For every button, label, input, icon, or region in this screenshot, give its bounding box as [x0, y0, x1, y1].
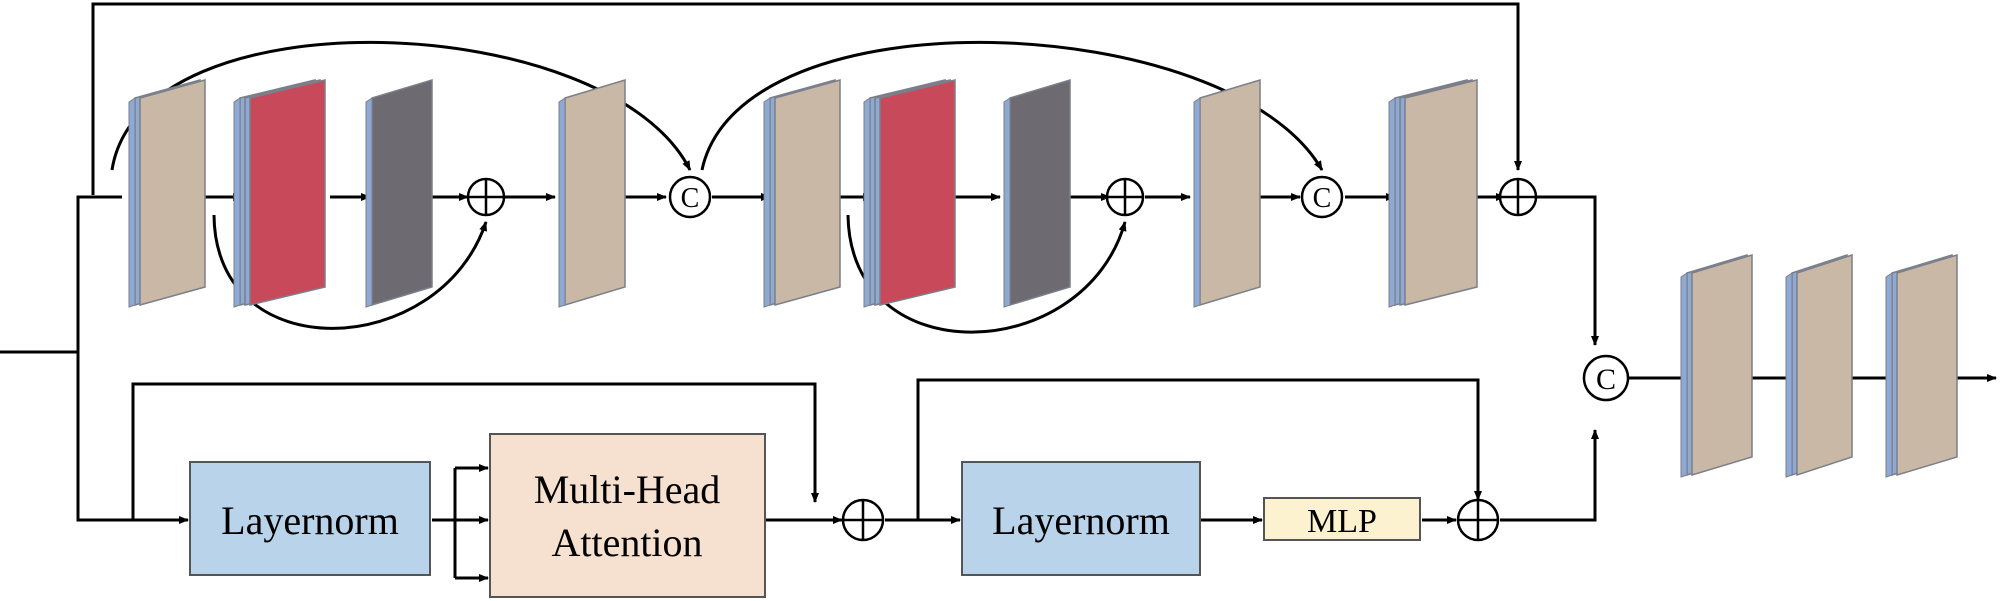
rb1-map-conv-layer [249, 79, 326, 306]
rb1-map-act-edge [365, 97, 373, 308]
head-map-2-edge [1785, 272, 1793, 478]
head-map-3 [1885, 253, 1958, 478]
rb1-map-act-layer [371, 78, 433, 307]
layernorm-box-1: Layernorm [189, 461, 431, 576]
layernorm-label-2: Layernorm [992, 498, 1170, 543]
concat-operator-final [1582, 354, 1630, 402]
rb2-map-conv [863, 79, 956, 308]
concat-label-2: C [1313, 183, 1332, 214]
concat-operator-2 [1300, 175, 1344, 219]
concat-label-1: C [681, 183, 700, 214]
feature-maps [128, 78, 1958, 478]
head-map-1-edge [1680, 272, 1688, 478]
add-operator-transformer-1 [841, 498, 885, 542]
rb2-map-act-layer [1009, 78, 1071, 307]
tr-output-line [1500, 429, 1599, 522]
rb1-skip-arc [212, 214, 488, 330]
rb2-map-out-edge [1193, 97, 1201, 308]
rb2-map-conv-edge [863, 97, 871, 308]
lower-branch-line [76, 352, 189, 524]
upper-map-final [1388, 79, 1478, 308]
rb2-map-act-edge [1003, 97, 1011, 308]
add-operator-rb2 [1105, 177, 1145, 217]
attention-label-line2: Attention [551, 520, 702, 565]
global-skip-line [91, 2, 1522, 195]
upper-output-line [1532, 195, 1599, 346]
head-map-3-edge [1885, 272, 1893, 478]
mlp-label: MLP [1307, 503, 1377, 540]
operators [466, 175, 1630, 542]
rb2-map-out-layer [1199, 78, 1261, 307]
upper-map-final-layer [1404, 79, 1478, 306]
attention-box: Multi-Head Attention [489, 433, 766, 598]
mlp-box: MLP [1263, 497, 1421, 541]
rb2-map-out [1193, 78, 1261, 308]
head-map-3-layer [1896, 253, 1958, 477]
tr-residual-1 [131, 382, 819, 520]
layernorm-box-2: Layernorm [961, 461, 1201, 576]
rb1-map-out-edge [558, 97, 566, 308]
input-line [0, 195, 122, 354]
rb2-map-input-layer [774, 79, 841, 306]
rb2-map-input [763, 79, 841, 308]
add-operator-transformer-2 [1456, 498, 1500, 542]
head-map-1 [1680, 253, 1753, 478]
rb1-map-input-edge [128, 97, 136, 308]
head-map-2-layer [1796, 253, 1853, 477]
head-map-1-layer [1691, 253, 1753, 477]
rb1-map-input-layer [139, 79, 206, 306]
rb1-map-out [558, 78, 626, 308]
upper-map-final-edge [1388, 97, 1396, 308]
rb2-map-input-edge [763, 97, 771, 308]
head-map-2 [1785, 253, 1853, 478]
tr-residual-2 [916, 378, 1482, 520]
attention-label-line1: Multi-Head [534, 467, 721, 512]
layernorm-label-1: Layernorm [221, 498, 399, 543]
add-operator-rb1 [466, 177, 506, 217]
concat-operator-1 [668, 175, 712, 219]
rb2-skip-arc [846, 214, 1127, 334]
rb1-map-out-layer [564, 78, 626, 307]
rb1-map-act [365, 78, 433, 308]
concat-labels: C C C [681, 183, 1616, 396]
rb2-map-act [1003, 78, 1071, 308]
concat-label-final: C [1596, 363, 1616, 396]
rb1-map-input [128, 79, 206, 308]
add-operator-global [1498, 177, 1538, 217]
rb1-map-conv-edge [233, 97, 241, 308]
rb2-map-conv-layer [879, 79, 956, 306]
rb1-map-conv [233, 79, 326, 308]
